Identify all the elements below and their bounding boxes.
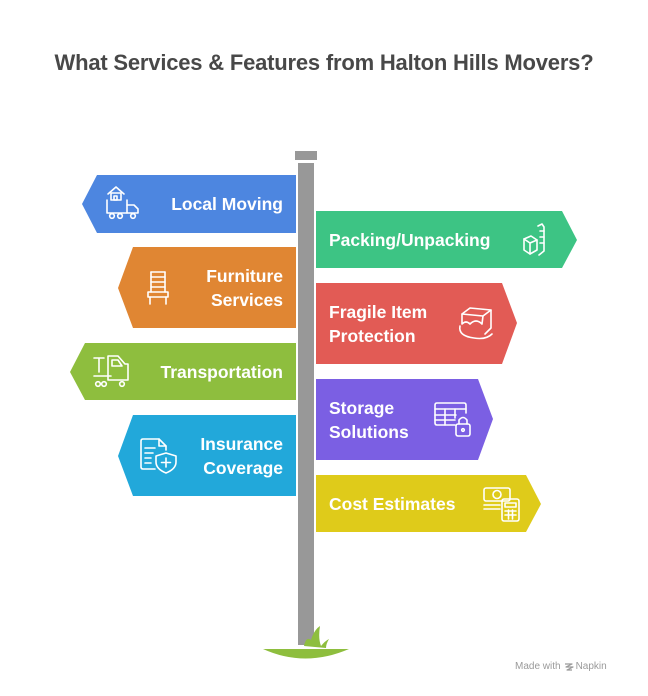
- sign-storage-solutions: [316, 379, 493, 460]
- sign-label-fragile-item-protection: Fragile Item Protection: [329, 300, 427, 348]
- label-line: Local Moving: [171, 194, 283, 214]
- sign-local-moving: [82, 175, 296, 233]
- grass-ground: [263, 626, 349, 659]
- napkin-brand-text: Napkin: [575, 661, 607, 672]
- sign-packing-unpacking: [316, 211, 577, 268]
- sign-label-insurance-coverage: Insurance Coverage: [200, 432, 283, 480]
- fragile-box-icon: [458, 307, 493, 340]
- label-line: Coverage: [203, 458, 283, 478]
- page-title: What Services & Features from Halton Hil…: [54, 50, 594, 75]
- label-line: Services: [210, 290, 283, 310]
- chair-icon: [147, 271, 169, 305]
- document-shield-icon: [140, 438, 177, 474]
- storage-lock-icon: [434, 402, 471, 437]
- made-with-text: Made with: [515, 661, 561, 672]
- truck-icon: [93, 355, 129, 388]
- sign-label-storage-solutions: Storage Solutions: [329, 396, 409, 444]
- sign-label-packing-unpacking: Packing/Unpacking: [329, 228, 490, 252]
- label-line: Storage: [329, 398, 395, 418]
- label-line: Transportation: [160, 362, 283, 382]
- label-line: Fragile Item: [329, 302, 428, 322]
- sign-label-furniture-services: Furniture Services: [206, 264, 283, 312]
- house-truck-icon: [106, 186, 139, 220]
- sign-furniture-services: [118, 247, 296, 328]
- sign-fragile-item-protection: [316, 283, 517, 364]
- label-line: Furniture: [206, 266, 283, 286]
- label-line: Cost Estimates: [329, 494, 456, 514]
- hand-truck-box-icon: [523, 223, 545, 256]
- sign-label-cost-estimates: Cost Estimates: [329, 492, 455, 516]
- label-line: Insurance: [200, 434, 283, 454]
- sign-label-transportation: Transportation: [160, 360, 283, 384]
- sign-insurance-coverage: [118, 415, 296, 496]
- napkin-brand: Napkin: [564, 661, 607, 672]
- sign-transportation: [70, 343, 296, 400]
- money-calculator-icon: [483, 487, 520, 522]
- sign-cost-estimates: [316, 475, 541, 532]
- label-line: Protection: [329, 326, 416, 346]
- sign-label-local-moving: Local Moving: [171, 192, 283, 216]
- label-line: Packing/Unpacking: [329, 230, 491, 250]
- label-line: Solutions: [329, 422, 409, 442]
- napkin-logo-icon: [564, 662, 574, 671]
- napkin-watermark[interactable]: Made with Napkin: [515, 661, 607, 672]
- signpost-pole: [295, 151, 317, 645]
